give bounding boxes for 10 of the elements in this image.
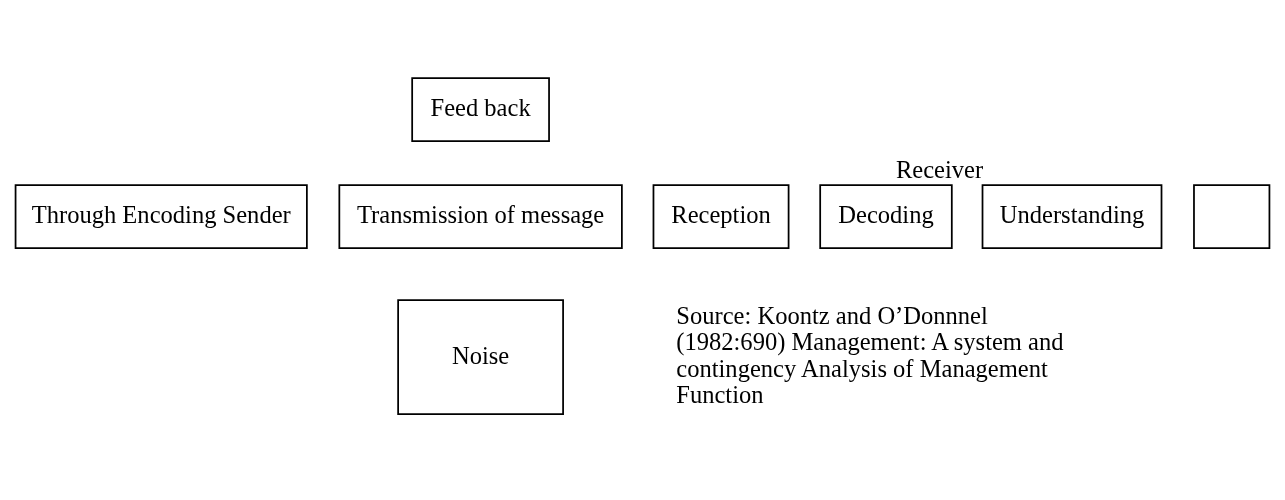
node-box: Reception	[652, 184, 790, 250]
node-box: Through Encoding Sender	[14, 184, 308, 250]
node-label: Receiver	[895, 156, 984, 184]
node-box: Understanding	[981, 184, 1163, 250]
node-box: Noise	[397, 299, 564, 415]
node-box: Transmission of message	[338, 184, 623, 250]
node-box: Decoding	[819, 184, 953, 250]
node-box	[1193, 184, 1271, 250]
node-box: Feed back	[411, 77, 550, 143]
label: Source: Koontz and O’Donnnel (1982:690) Management: A system and contingency Analysis of Management Function	[676, 302, 1064, 409]
